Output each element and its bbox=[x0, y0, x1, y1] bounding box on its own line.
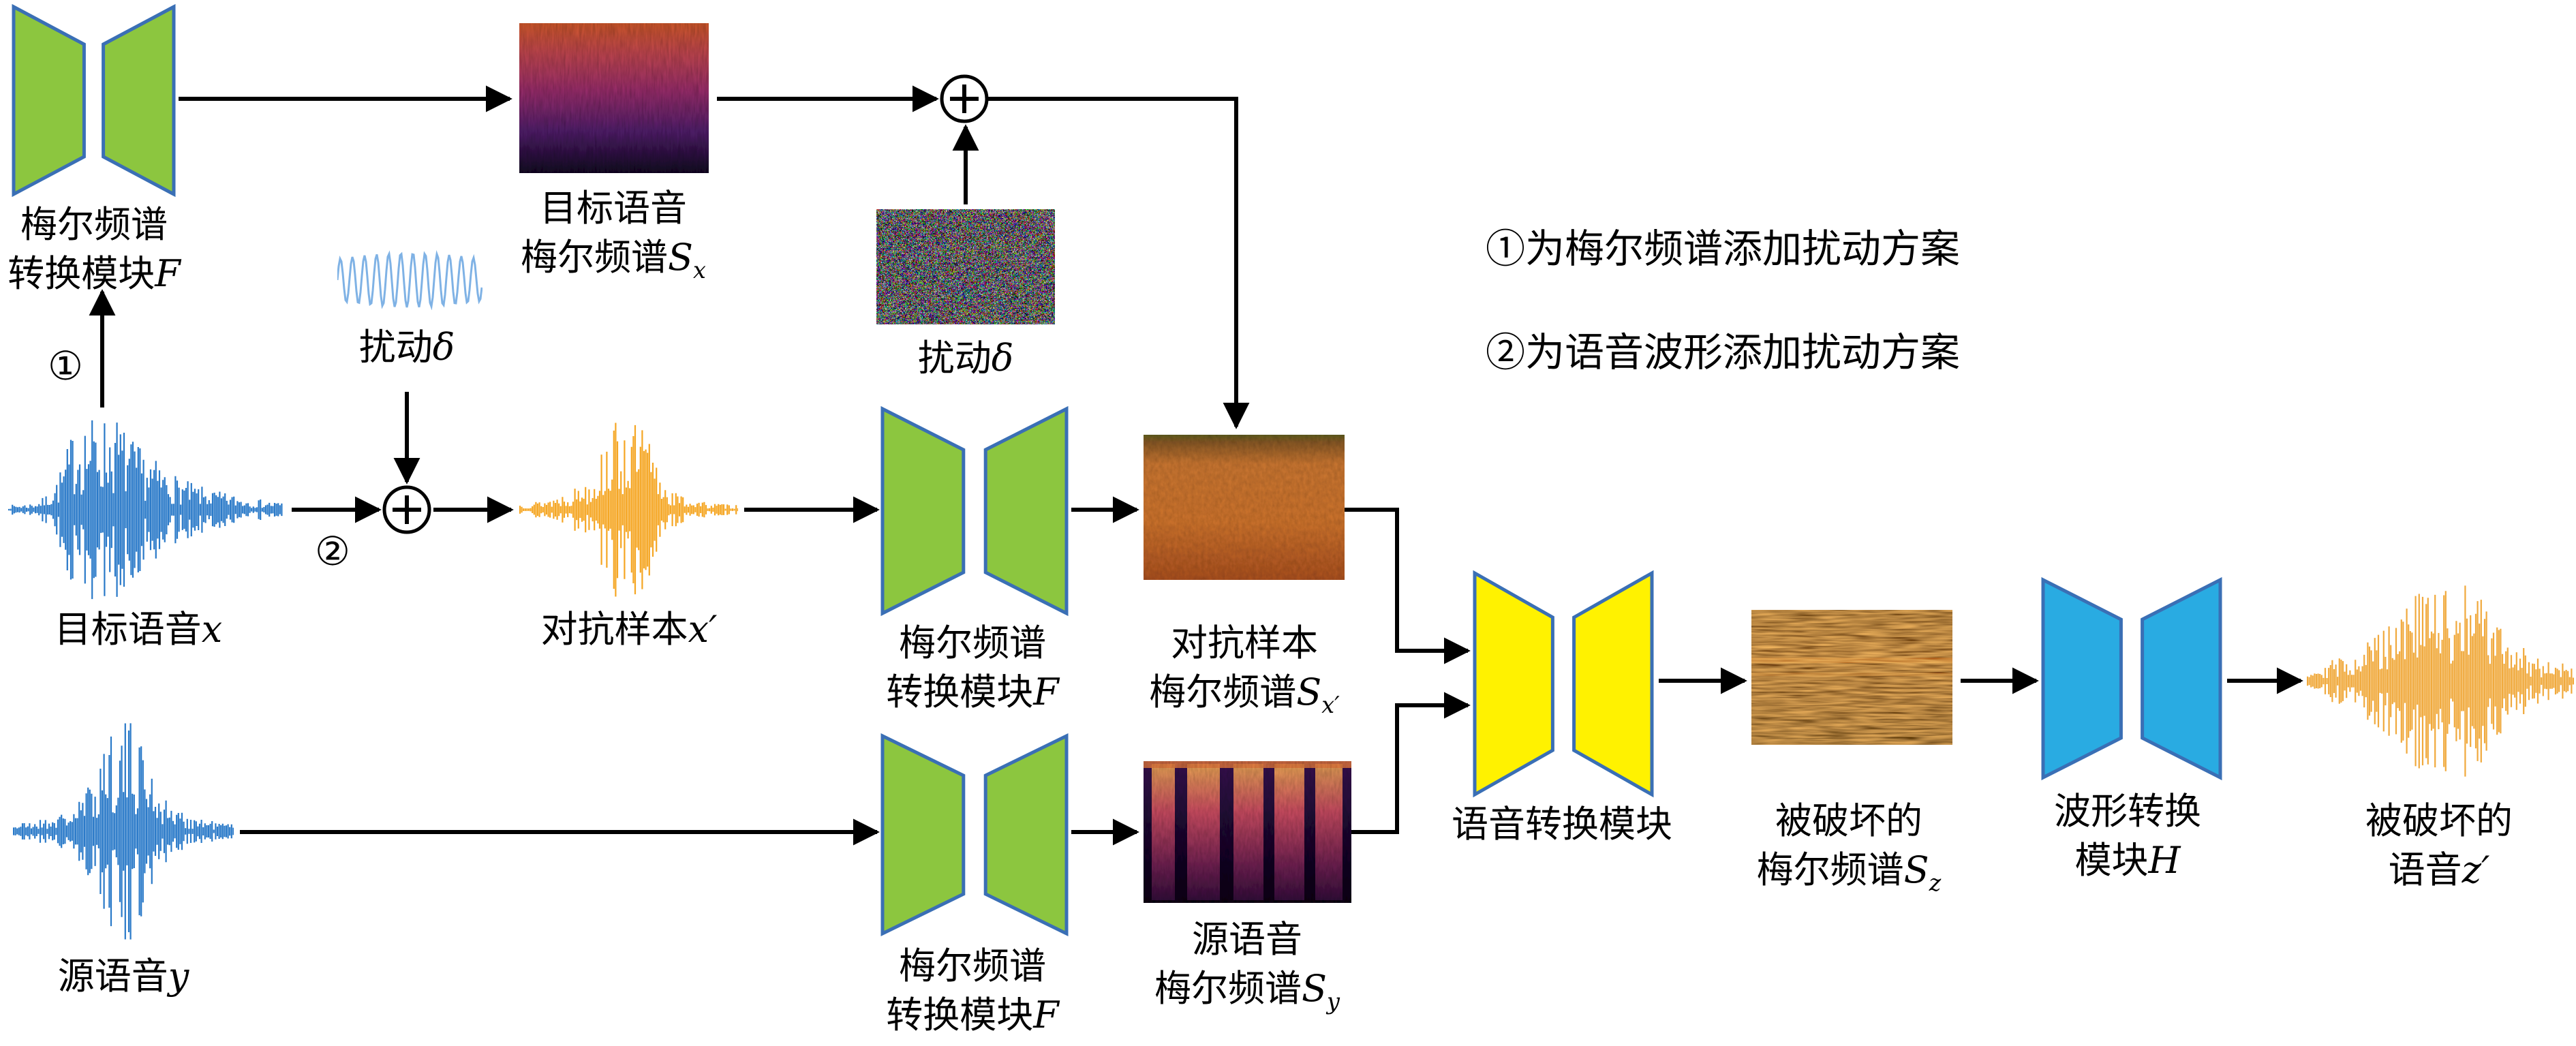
label-spectrogram-sy: 源语音梅尔频谱Sy bbox=[1154, 919, 1340, 1015]
note-scheme-2: ②为语音波形添加扰动方案 bbox=[1486, 330, 1961, 375]
trapezoid-left bbox=[2043, 580, 2121, 778]
label-mel-module-3: 梅尔频谱转换模块F bbox=[886, 946, 1059, 1037]
label-target-x: 目标语音x bbox=[54, 608, 223, 651]
voice-conversion-module bbox=[1475, 573, 1652, 795]
target-speech-waveform bbox=[8, 420, 283, 600]
mel-spectrogram-sy-image bbox=[1144, 761, 1351, 903]
trapezoid-right bbox=[1574, 573, 1652, 795]
label-vc-module: 语音转换模块 bbox=[1452, 804, 1672, 845]
label-output-z: 被破坏的语音z′ bbox=[2365, 801, 2513, 892]
encoder-decoder-icon bbox=[14, 7, 174, 194]
trapezoid-left bbox=[1475, 573, 1552, 795]
trapezoid-right bbox=[2143, 580, 2220, 778]
circled-two-marker: ② bbox=[315, 529, 350, 574]
mel-converter-module-2 bbox=[883, 409, 1067, 613]
adv-mel-spectrogram-sxp-image bbox=[1144, 435, 1345, 580]
encoder-decoder-icon bbox=[883, 409, 1067, 613]
label-spectrogram-sxp: 对抗样本梅尔频谱Sx′ bbox=[1149, 623, 1340, 719]
destroyed-speech-waveform bbox=[2307, 585, 2574, 777]
label-delta-wave: 扰动δ bbox=[358, 326, 455, 369]
mel-converter-module-3 bbox=[883, 736, 1067, 934]
perturbation-sine-icon bbox=[337, 250, 482, 310]
noise-perturbation-image bbox=[876, 209, 1055, 324]
label-spectrogram-sz: 被破坏的梅尔频谱Sz bbox=[1756, 801, 1942, 897]
encoder-decoder-icon bbox=[883, 736, 1067, 934]
trapezoid-left bbox=[14, 7, 84, 194]
waveform-converter-module-h bbox=[2043, 580, 2220, 778]
mel-spectrogram-sz-image bbox=[1751, 610, 1952, 745]
plus-icon bbox=[950, 84, 979, 113]
adversarial-sample-waveform bbox=[519, 422, 738, 597]
label-spectrogram-sx: 目标语音梅尔频谱Sx bbox=[521, 188, 706, 284]
source-speech-waveform bbox=[13, 723, 234, 940]
mel-converter-module-1 bbox=[14, 7, 174, 194]
label-mel-module-2: 梅尔频谱转换模块F bbox=[886, 623, 1059, 714]
trapezoid-right bbox=[104, 7, 174, 194]
trapezoid-right bbox=[985, 409, 1067, 613]
encoder-decoder-icon bbox=[1475, 573, 1652, 795]
plus-icon bbox=[393, 495, 421, 524]
note-scheme-1: ①为梅尔频谱添加扰动方案 bbox=[1486, 227, 1961, 271]
label-wave-module-h: 波形转换模块H bbox=[2054, 791, 2201, 882]
mel-spectrogram-sx-image bbox=[519, 23, 709, 173]
label-source-y: 源语音y bbox=[57, 955, 189, 998]
plus-node-1 bbox=[940, 74, 989, 123]
trapezoid-right bbox=[985, 736, 1067, 934]
circled-one-marker: ① bbox=[48, 344, 83, 388]
trapezoid-left bbox=[883, 409, 964, 613]
label-adv-x: 对抗样本x′ bbox=[540, 608, 718, 651]
trapezoid-left bbox=[883, 736, 964, 934]
label-mel-module-1: 梅尔频谱转换模块F bbox=[7, 204, 181, 296]
plus-node-2 bbox=[382, 485, 431, 534]
encoder-decoder-icon bbox=[2043, 580, 2220, 778]
label-delta-noise: 扰动δ bbox=[917, 337, 1014, 380]
